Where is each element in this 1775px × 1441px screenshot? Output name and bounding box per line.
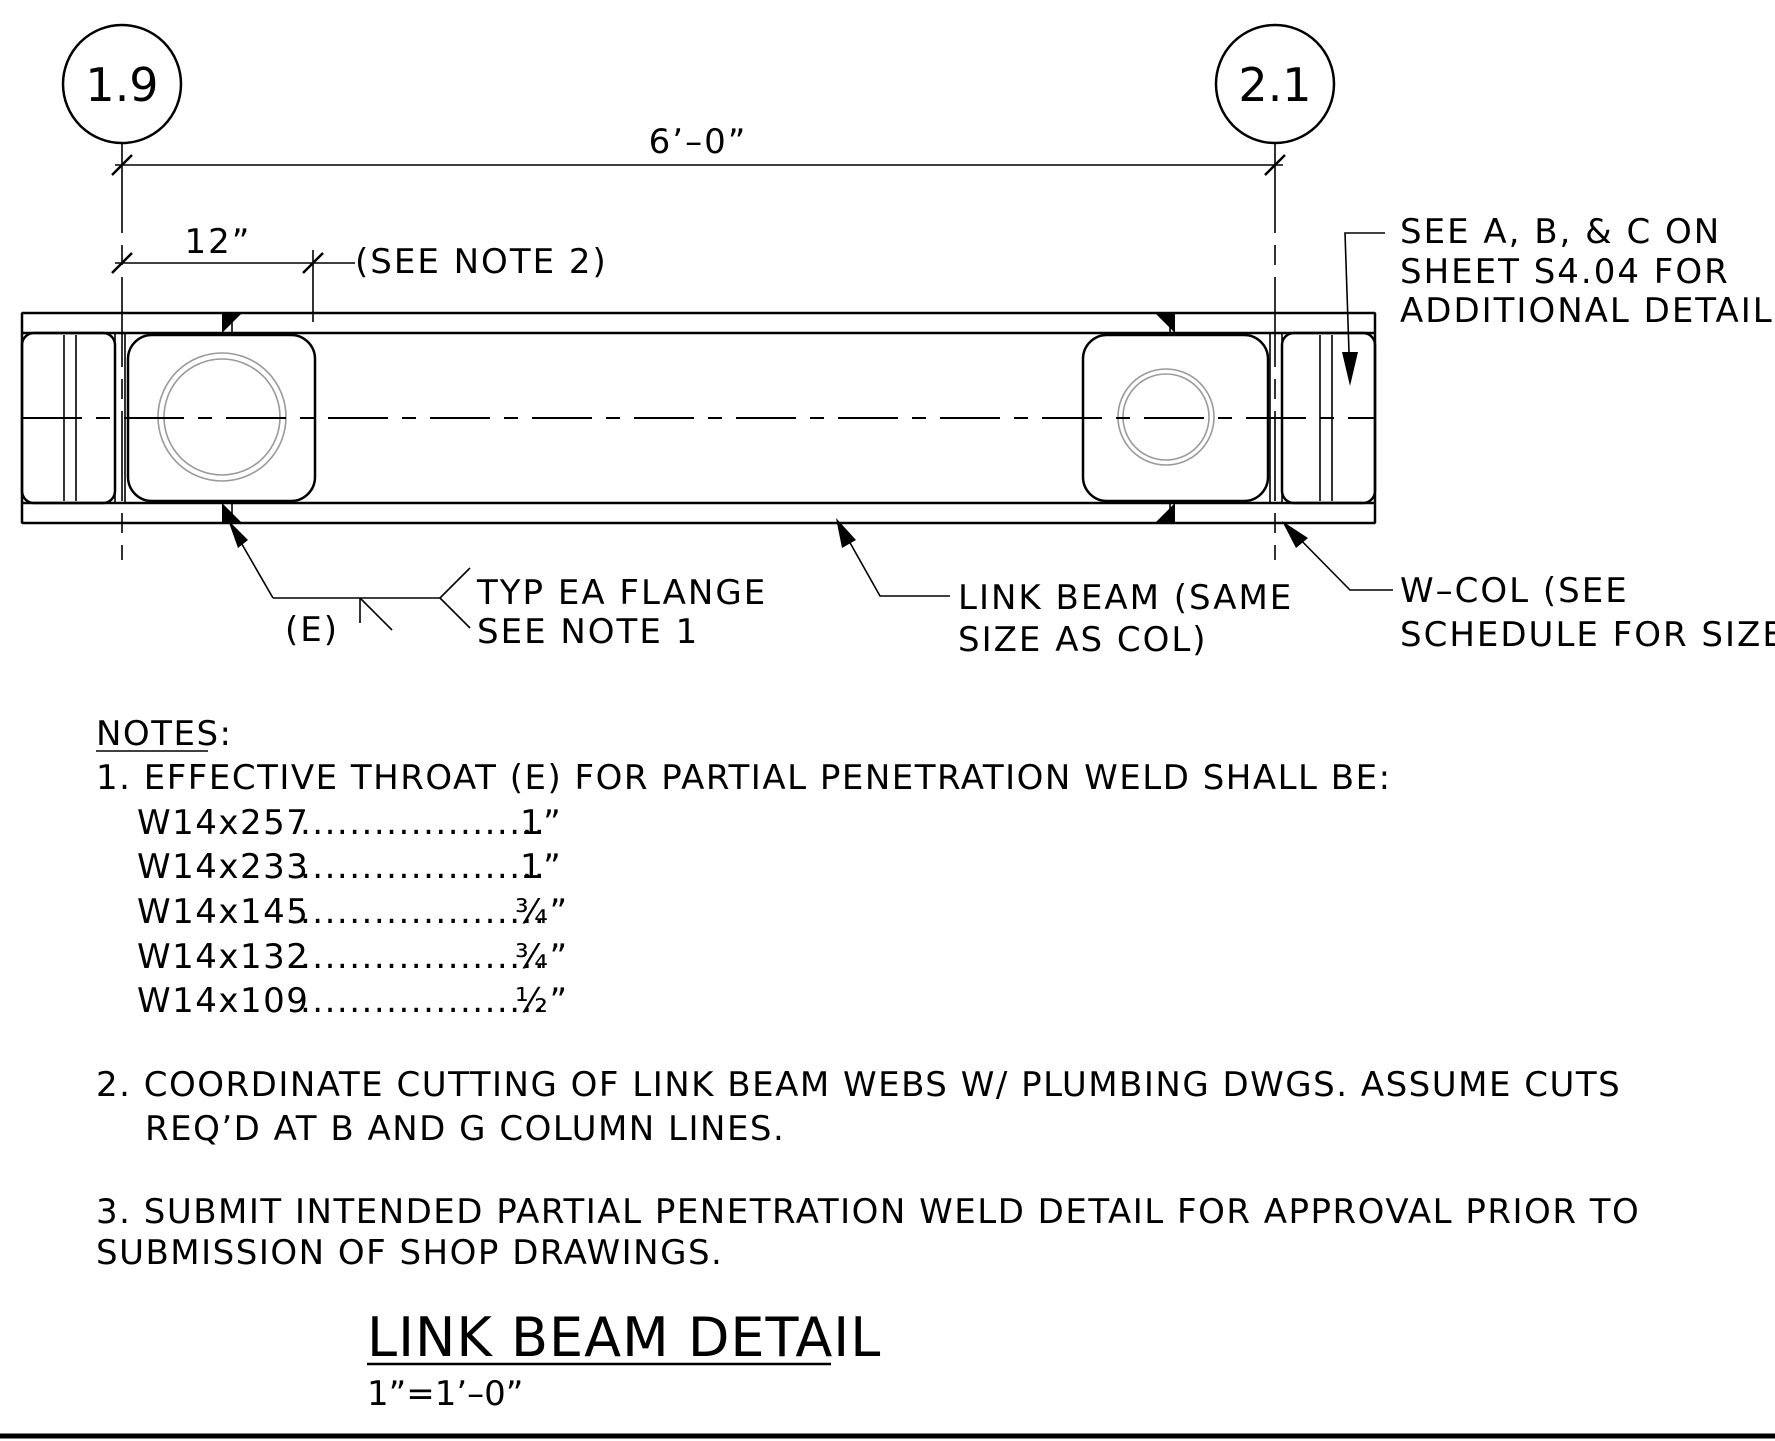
see-abc-callout: SEE A, B, & C ON SHEET S4.04 FOR ADDITIO… (1342, 212, 1775, 386)
end-dimension-text: 12” (185, 222, 252, 262)
w-col-callout: W–COL (SEE SCHEDULE FOR SIZE) (1282, 521, 1775, 655)
throat-row-1-value: 1” (520, 803, 562, 843)
detail-title-block: LINK BEAM DETAIL 1”=1’–0” (367, 1306, 881, 1414)
throat-row-2-value: 1” (520, 847, 562, 887)
grid-bubble-left: 1.9 (61, 23, 183, 145)
weld-note-line-1: TYP EA FLANGE (476, 573, 767, 613)
throat-row-4-value: ¾” (515, 937, 569, 977)
link-beam-line-2: SIZE AS COL) (958, 620, 1208, 660)
overall-dimension: 6’–0” (111, 122, 1286, 176)
detail-title: LINK BEAM DETAIL (367, 1306, 881, 1369)
notes-section: NOTES: 1. EFFECTIVE THROAT (E) FOR PARTI… (96, 714, 1640, 1273)
notes-heading: NOTES: (96, 714, 232, 754)
note-3-line-1: 3. SUBMIT INTENDED PARTIAL PENETRATION W… (96, 1192, 1640, 1232)
weld-symbol-callout: (E) TYP EA FLANGE SEE NOTE 1 (228, 520, 767, 652)
note-2-line-2: REQ’D AT B AND G COLUMN LINES. (145, 1109, 785, 1149)
throat-row-3-dots: .................... (300, 892, 546, 932)
w-col-line-1: W–COL (SEE (1400, 571, 1629, 611)
throat-row-2-section: W14x233 (137, 847, 309, 887)
throat-row-4-section: W14x132 (137, 937, 309, 977)
see-note-2-callout: (SEE NOTE 2) (355, 242, 608, 282)
throat-row-3-value: ¾” (515, 892, 569, 932)
note-2-line-1: 2. COORDINATE CUTTING OF LINK BEAM WEBS … (96, 1065, 1621, 1105)
grid-label-left: 1.9 (85, 58, 158, 112)
weld-throat-label: (E) (285, 610, 339, 650)
w-col-line-2: SCHEDULE FOR SIZE) (1400, 615, 1775, 655)
see-abc-line-1: SEE A, B, & C ON (1400, 212, 1721, 252)
detail-scale: 1”=1’–0” (367, 1374, 523, 1414)
end-dimension: 12” (SEE NOTE 2) (111, 222, 608, 322)
throat-table: W14x257 .................... 1” W14x233 … (137, 803, 569, 1021)
throat-row-5-dots: .................... (300, 981, 546, 1021)
throat-row-1-section: W14x257 (137, 803, 309, 843)
link-beam-line-1: LINK BEAM (SAME (958, 578, 1293, 618)
grid-label-right: 2.1 (1238, 58, 1311, 112)
throat-row-1-dots: .................... (300, 803, 546, 843)
note-1: 1. EFFECTIVE THROAT (E) FOR PARTIAL PENE… (96, 758, 1392, 798)
throat-row-3-section: W14x145 (137, 892, 309, 932)
see-abc-line-2: SHEET S4.04 FOR (1400, 252, 1730, 292)
throat-row-5-value: ½” (515, 981, 569, 1021)
weld-note-line-2: SEE NOTE 1 (477, 612, 699, 652)
throat-row-4-dots: .................... (300, 937, 546, 977)
note-3-line-2: SUBMISSION OF SHOP DRAWINGS. (96, 1233, 723, 1273)
overall-dimension-text: 6’–0” (649, 122, 748, 162)
partial-penetration-welds (222, 313, 1175, 523)
link-beam-callout: LINK BEAM (SAME SIZE AS COL) (836, 518, 1293, 660)
throat-row-5-section: W14x109 (137, 981, 309, 1021)
throat-row-2-dots: .................... (300, 847, 546, 887)
see-abc-line-3: ADDITIONAL DETAILS (1400, 291, 1775, 331)
grid-bubble-right: 2.1 (1214, 23, 1336, 145)
